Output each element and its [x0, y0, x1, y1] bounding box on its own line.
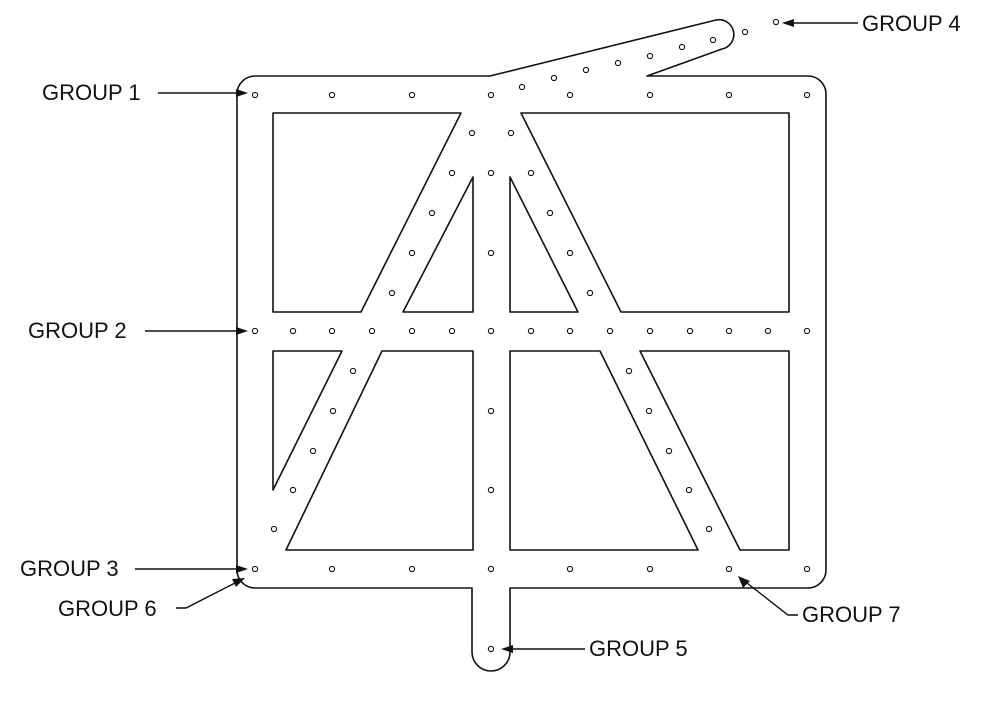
- hole-31: [764, 327, 772, 335]
- hole-52: [586, 289, 594, 297]
- hole-40: [803, 565, 811, 573]
- cutout-lower-mid-right: [509, 350, 699, 551]
- hole-46: [408, 249, 416, 257]
- hole-38: [646, 565, 654, 573]
- hole-61: [645, 407, 653, 415]
- hole-1: [251, 91, 259, 99]
- group-7-label: GROUP 7: [802, 602, 901, 627]
- hole-11: [582, 66, 590, 74]
- group-2-arrowhead: [236, 327, 248, 335]
- hole-23: [448, 327, 456, 335]
- hole-33: [251, 565, 259, 573]
- hole-55: [349, 367, 357, 375]
- hole-30: [725, 327, 733, 335]
- group-3-callout: GROUP 3: [20, 556, 248, 581]
- hole-8: [803, 91, 811, 99]
- hole-5: [566, 91, 574, 99]
- hole-29: [686, 327, 694, 335]
- hole-63: [685, 486, 693, 494]
- group-3-label: GROUP 3: [20, 556, 119, 581]
- hole-19: [289, 327, 297, 335]
- cutout-upper-left: [272, 112, 462, 313]
- group-1-label: GROUP 1: [42, 80, 141, 105]
- hole-44: [448, 169, 456, 177]
- hole-47: [388, 289, 396, 297]
- hole-28: [646, 327, 654, 335]
- group-2-label: GROUP 2: [28, 318, 127, 343]
- hole-24: [487, 327, 495, 335]
- hole-14: [678, 43, 686, 51]
- hole-36: [487, 565, 495, 573]
- hole-60: [625, 367, 633, 375]
- hole-27: [606, 327, 614, 335]
- group-5-callout: GROUP 5: [501, 636, 688, 661]
- hole-2: [328, 91, 336, 99]
- hole-15: [709, 36, 717, 44]
- group-7-arrowhead: [738, 576, 750, 588]
- group-6-arrowhead: [232, 578, 245, 587]
- group-6-callout: GROUP 6: [58, 578, 245, 621]
- group-1-callout: GROUP 1: [42, 80, 248, 105]
- group-4-callout: GROUP 4: [782, 11, 961, 36]
- hole-35: [408, 565, 416, 573]
- hole-21: [368, 327, 376, 335]
- cutout-lower-mid-left: [285, 350, 474, 551]
- hole-6: [646, 91, 654, 99]
- cutout-lower-left: [272, 350, 343, 491]
- cutout-upper-right: [520, 112, 790, 313]
- hole-49: [527, 169, 535, 177]
- hole-7: [725, 91, 733, 99]
- hole-48: [507, 129, 515, 137]
- hole-57: [309, 447, 317, 455]
- hole-45: [428, 209, 436, 217]
- cutout-upper-mid-left: [402, 176, 474, 313]
- cutout-upper-mid-right: [509, 176, 579, 313]
- hole-51: [566, 249, 574, 257]
- group-4-arrowhead: [782, 19, 794, 27]
- plate-outline: [236, 18, 827, 672]
- hole-26: [566, 327, 574, 335]
- hole-16: [741, 28, 749, 36]
- hole-41: [487, 169, 495, 177]
- hole-43: [468, 129, 476, 137]
- hole-3: [408, 91, 416, 99]
- hole-25: [527, 327, 535, 335]
- group-5-arrowhead: [501, 645, 513, 653]
- group-2-callout: GROUP 2: [28, 318, 248, 343]
- hole-32: [803, 327, 811, 335]
- group-5-label: GROUP 5: [589, 636, 688, 661]
- hole-53: [487, 407, 495, 415]
- hole-34: [328, 565, 336, 573]
- hole-22: [408, 327, 416, 335]
- cutout-lower-right: [639, 350, 790, 551]
- hole-18: [251, 327, 259, 335]
- hole-12: [614, 59, 622, 67]
- hole-65: [487, 645, 495, 653]
- hole-37: [566, 565, 574, 573]
- hole-50: [546, 209, 554, 217]
- hole-13: [646, 52, 654, 60]
- hole-4: [487, 91, 495, 99]
- hole-39: [725, 565, 733, 573]
- group-4-label: GROUP 4: [862, 11, 961, 36]
- hole-59: [270, 525, 278, 533]
- mounting-holes: [251, 18, 811, 653]
- hole-10: [550, 74, 558, 82]
- group-1-arrowhead: [236, 89, 248, 97]
- hole-62: [665, 447, 673, 455]
- hole-20: [328, 327, 336, 335]
- group-7-callout: GROUP 7: [738, 576, 901, 627]
- hole-42: [487, 249, 495, 257]
- hole-56: [329, 407, 337, 415]
- hole-54: [487, 486, 495, 494]
- hole-17: [772, 18, 780, 26]
- hole-9: [518, 83, 526, 91]
- group-6-label: GROUP 6: [58, 596, 157, 621]
- hole-64: [705, 525, 713, 533]
- group-3-arrowhead: [236, 565, 248, 573]
- hole-58: [289, 486, 297, 494]
